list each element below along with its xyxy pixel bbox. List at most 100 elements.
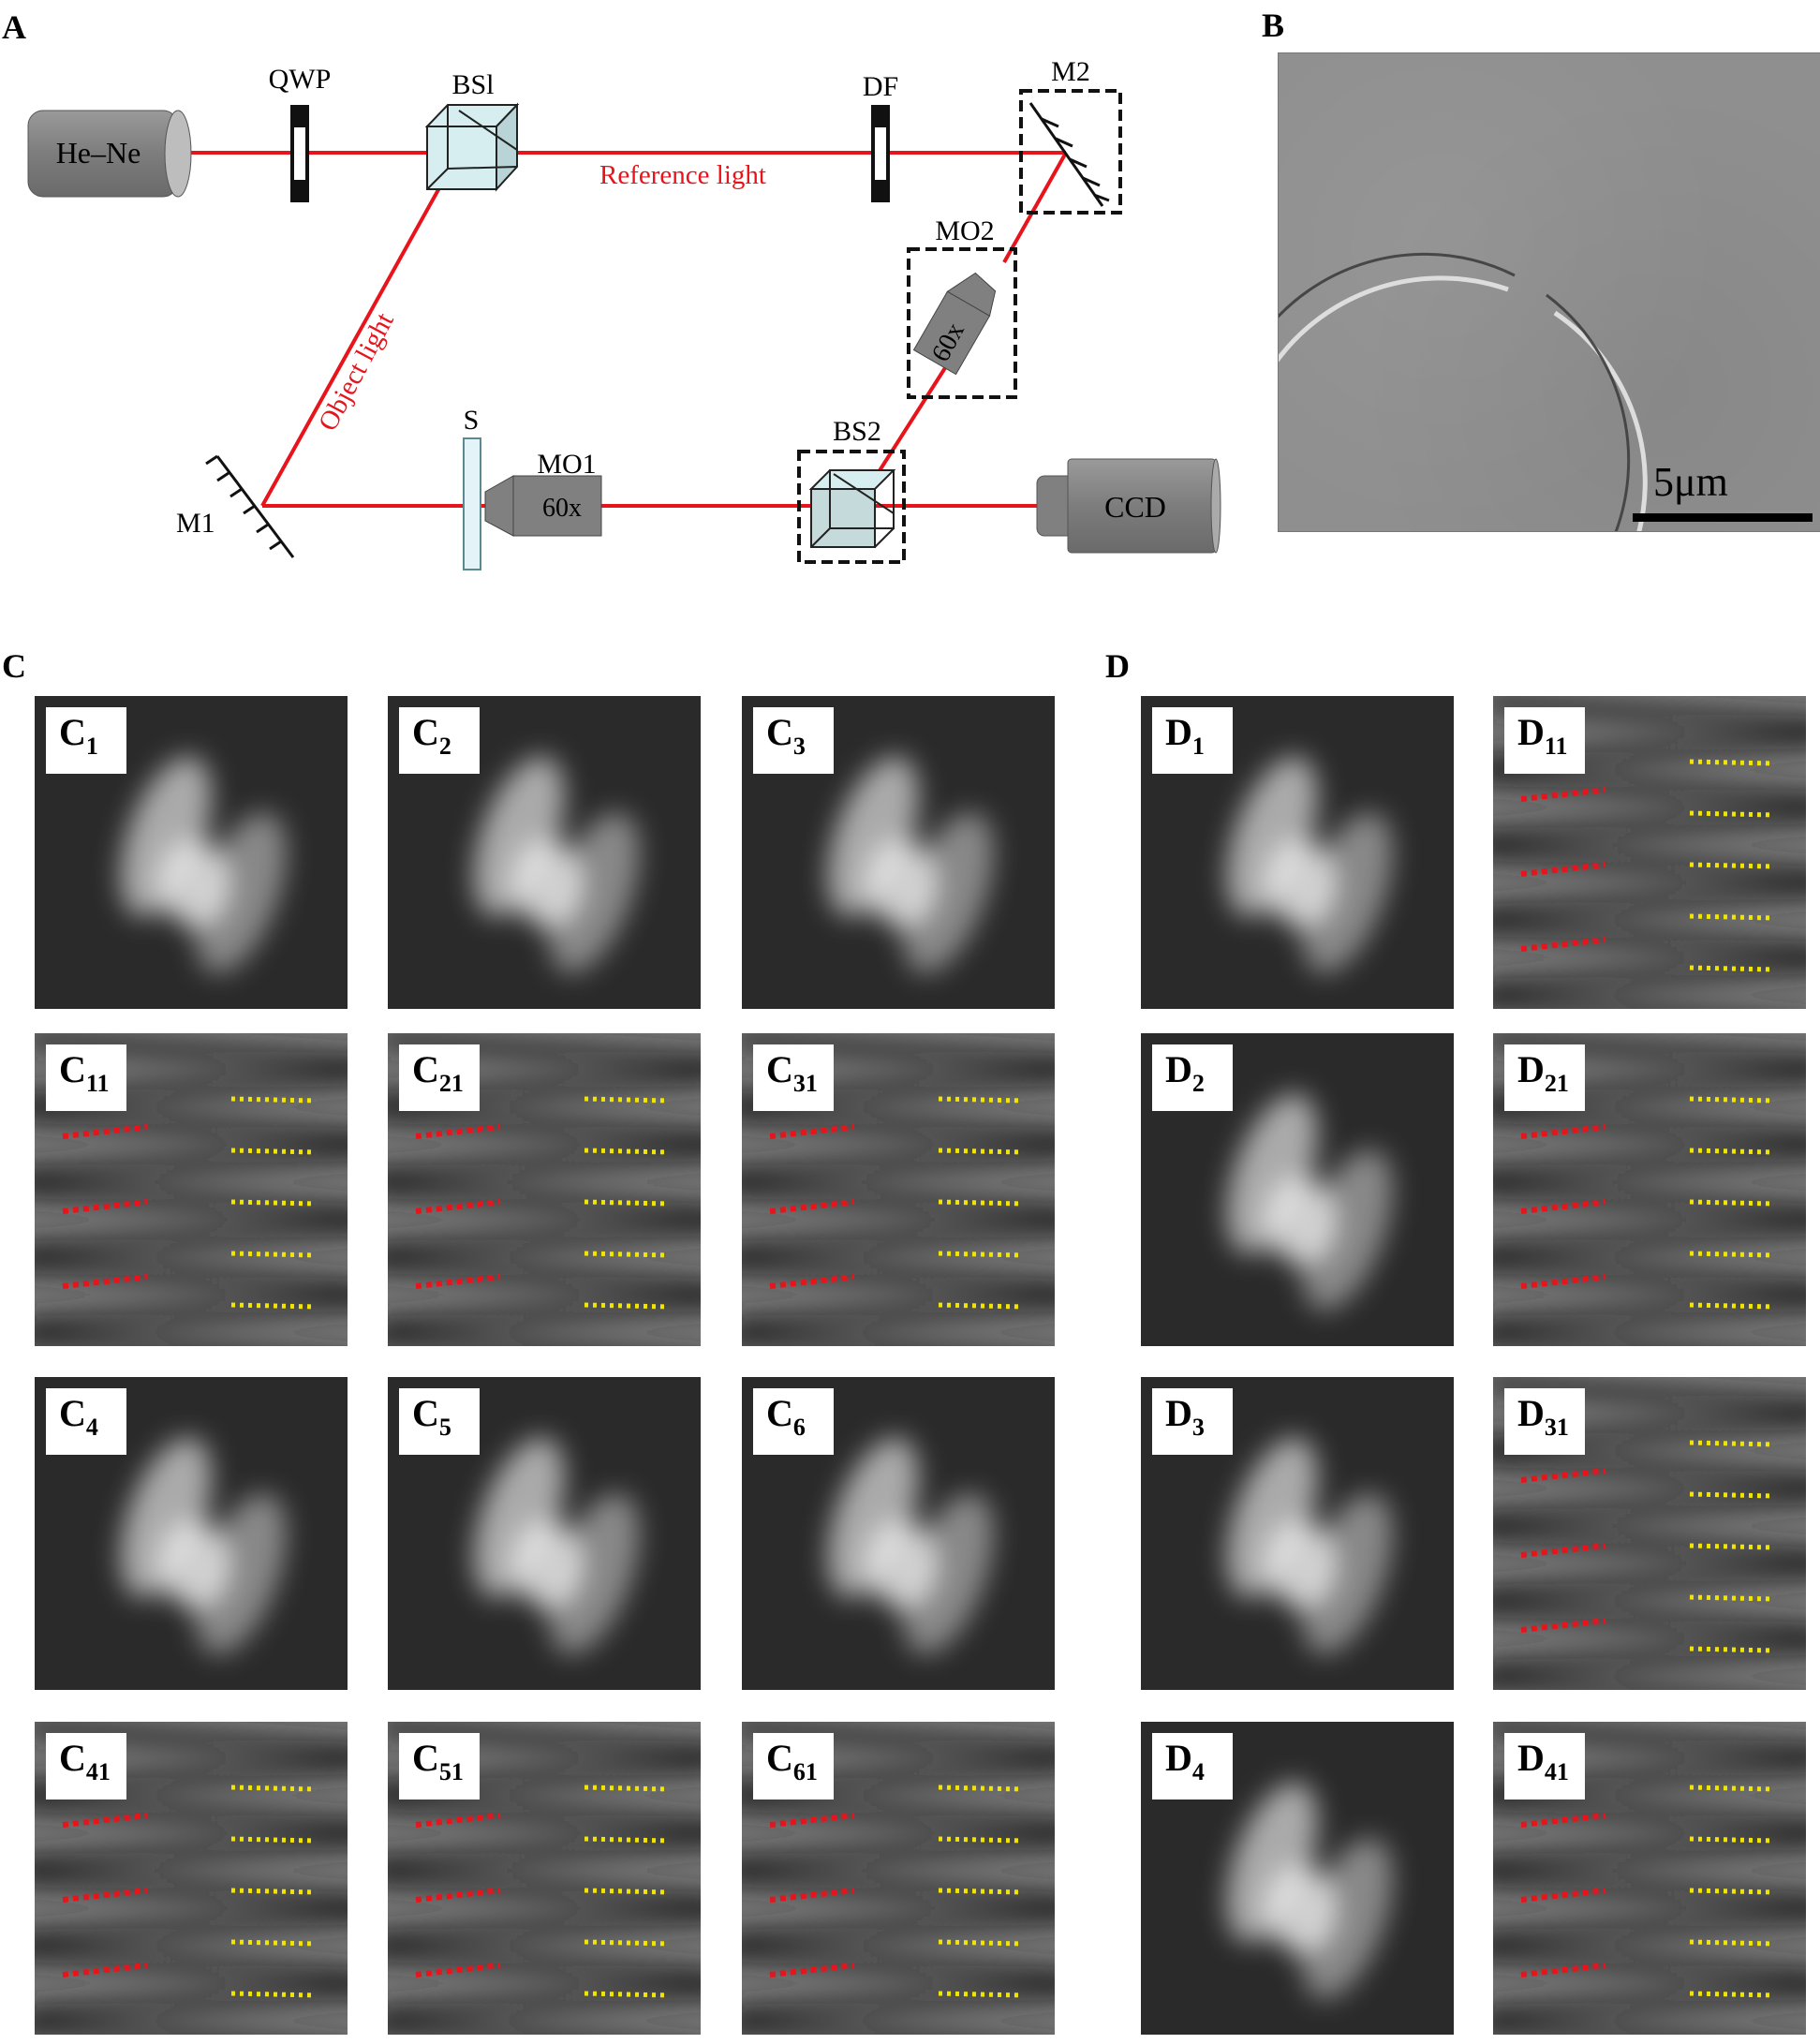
yellow-marker-line: [1689, 759, 1775, 766]
yellow-marker-line: [938, 1148, 1024, 1155]
tile-label: C4: [46, 1388, 126, 1455]
laser-beam: [181, 151, 1068, 508]
red-marker-line: [415, 1274, 501, 1289]
tile-label: D1: [1152, 707, 1233, 774]
yellow-marker-line: [584, 1785, 670, 1792]
m2-dashed-box: [1019, 89, 1122, 215]
beam-splitter-1-icon: [424, 102, 520, 192]
yellow-marker-line: [1689, 1251, 1775, 1258]
yellow-marker-line: [1689, 1302, 1775, 1310]
tile-label: C31: [753, 1044, 834, 1111]
tile-label: D2: [1152, 1044, 1233, 1111]
yellow-marker-line: [584, 1199, 670, 1207]
intensity-image-c2: C2: [388, 696, 701, 1009]
yellow-marker-line: [584, 1888, 670, 1895]
bs2-label: BS2: [833, 416, 881, 447]
red-marker-line: [62, 1888, 148, 1903]
quarter-wave-plate-icon: [290, 105, 309, 202]
objective-2-icon: [912, 272, 997, 376]
red-marker-line: [1520, 1468, 1606, 1483]
yellow-marker-line: [1689, 810, 1775, 818]
red-marker-line: [1520, 937, 1606, 952]
fringe-image-d21: D21: [1493, 1033, 1806, 1346]
intensity-image-c5: C5: [388, 1377, 701, 1690]
sample-slide: [463, 437, 481, 570]
panel-label-a: A: [2, 8, 26, 46]
red-marker-line: [1520, 1274, 1606, 1289]
yellow-marker-line: [938, 1785, 1024, 1792]
laser-label: He–Ne: [56, 136, 141, 170]
objective-1-icon: [484, 475, 602, 537]
panel-label-b: B: [1262, 7, 1285, 44]
yellow-marker-line: [230, 1785, 317, 1792]
yellow-marker-line: [584, 1251, 670, 1258]
mirror-2-icon: [1028, 102, 1110, 207]
fringe-image-c11: C11: [35, 1033, 348, 1346]
red-marker-line: [769, 1274, 855, 1289]
yellow-marker-line: [584, 1991, 670, 1998]
yellow-marker-line: [584, 1096, 670, 1103]
red-marker-line: [62, 1813, 148, 1828]
fringe-image-d41: D41: [1493, 1722, 1806, 2035]
optical-setup-diagram: He–Ne QWP BSl Reference light DF M2 60x …: [27, 56, 1221, 570]
tile-label: C11: [46, 1044, 126, 1111]
yellow-marker-line: [230, 1836, 317, 1844]
red-marker-line: [1520, 787, 1606, 802]
fringe-image-c31: C31: [742, 1033, 1055, 1346]
yellow-marker-line: [938, 1251, 1024, 1258]
sample-label: S: [464, 405, 480, 436]
yellow-marker-line: [1689, 913, 1775, 921]
red-marker-line: [1520, 1963, 1606, 1977]
yellow-marker-line: [1689, 1646, 1775, 1653]
intensity-image-c6: C6: [742, 1377, 1055, 1690]
intensity-image-c4: C4: [35, 1377, 348, 1690]
yellow-marker-line: [230, 1148, 317, 1155]
tile-label: D31: [1504, 1388, 1585, 1455]
yellow-marker-line: [1689, 1491, 1775, 1499]
density-filter-icon: [871, 105, 890, 202]
yellow-marker-line: [1689, 1096, 1775, 1103]
yellow-marker-line: [1689, 862, 1775, 869]
tile-label: D3: [1152, 1388, 1233, 1455]
red-marker-line: [415, 1963, 501, 1977]
red-marker-line: [415, 1888, 501, 1903]
bs2-dashed-box: [797, 450, 906, 564]
yellow-marker-line: [938, 1199, 1024, 1207]
mo2-label: MO2: [935, 215, 994, 246]
intensity-image-d4: D4: [1141, 1722, 1454, 2035]
red-marker-line: [62, 1963, 148, 1977]
yellow-marker-line: [584, 1148, 670, 1155]
tile-label: C61: [753, 1733, 834, 1800]
yellow-marker-line: [230, 1096, 317, 1103]
intensity-image-d1: D1: [1141, 696, 1454, 1009]
tile-label: C3: [753, 707, 834, 774]
yellow-marker-line: [230, 1888, 317, 1895]
red-marker-line: [1520, 1888, 1606, 1903]
panel-label-d: D: [1105, 647, 1130, 685]
tile-label: C1: [46, 707, 126, 774]
yellow-marker-line: [1689, 1594, 1775, 1602]
red-marker-line: [1520, 1124, 1606, 1139]
yellow-marker-line: [230, 1199, 317, 1207]
yellow-marker-line: [1689, 1991, 1775, 1998]
mo2-dashed-box: [907, 247, 1017, 399]
df-label: DF: [863, 71, 898, 102]
mo1-label: MO1: [537, 449, 596, 480]
red-marker-line: [62, 1274, 148, 1289]
intensity-image-c3: C3: [742, 696, 1055, 1009]
laser-icon: [27, 110, 192, 198]
red-marker-line: [1520, 862, 1606, 877]
mo1-mag-label: 60x: [542, 494, 582, 523]
yellow-marker-line: [938, 1939, 1024, 1947]
fringe-image-c51: C51: [388, 1722, 701, 2035]
yellow-marker-line: [1689, 1543, 1775, 1550]
bs1-label: BSl: [451, 69, 494, 100]
yellow-marker-line: [938, 1991, 1024, 1998]
yellow-marker-line: [230, 1991, 317, 1998]
m1-label: M1: [176, 508, 215, 539]
yellow-marker-line: [938, 1302, 1024, 1310]
fringe-image-d11: D11: [1493, 696, 1806, 1009]
intensity-image-d2: D2: [1141, 1033, 1454, 1346]
qwp-label: QWP: [269, 64, 332, 95]
tile-label: C2: [399, 707, 480, 774]
